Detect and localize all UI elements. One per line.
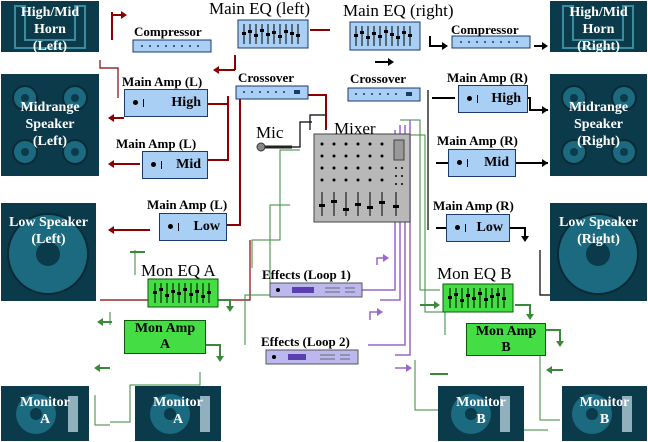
right-arrowheads — [388, 42, 548, 242]
mic-label: Mic — [256, 123, 284, 142]
amp-right-mid-label: Mid — [484, 155, 509, 170]
monitor-a1-speaker — [1, 386, 89, 441]
main-eq-right-label: Main EQ (right) — [343, 1, 454, 20]
main-amp-left-low-label: Main Amp (L) — [147, 197, 228, 212]
low-left-label: Low Speaker (Left) — [9, 215, 88, 247]
main-eq-right-unit — [349, 21, 421, 51]
monitor-arrowheads — [94, 301, 564, 374]
amp-right-low: Low — [446, 214, 510, 242]
mon-eq-b-label: Mon EQ B — [437, 264, 512, 283]
midrange-left-speaker — [1, 74, 99, 176]
crossover-left-unit — [235, 85, 309, 100]
low-right-label: Low Speaker (Right) — [559, 215, 638, 247]
power-dot-icon — [133, 100, 138, 105]
crossover-left-label: Crossover — [238, 70, 295, 85]
main-amp-right-mid-label: Main Amp (R) — [437, 133, 518, 148]
low-right-speaker — [550, 203, 647, 301]
main-amp-right-low-label: Main Amp (R) — [433, 198, 514, 213]
power-dot-icon — [467, 96, 472, 101]
midrange-right-speaker — [550, 74, 647, 176]
mon-eq-b-unit — [442, 283, 514, 313]
compressor-left-label: Compressor — [134, 24, 202, 39]
main-eq-left-label: Main EQ (left) — [209, 0, 311, 18]
left-arrowheads — [108, 11, 219, 234]
mixer-unit — [313, 133, 411, 223]
compressor-left-unit — [132, 39, 212, 53]
amp-left-mid: Mid — [142, 151, 208, 179]
monitor-b1-label: Monitor B — [456, 395, 506, 427]
main-amp-left-mid-label: Main Amp (L) — [116, 136, 197, 151]
monitor-a2-label: Monitor A — [153, 395, 203, 427]
horn-left-label: High/Mid Horn (Left) — [20, 5, 80, 54]
horn-left-speaker — [1, 1, 99, 52]
power-dot-icon — [168, 224, 173, 229]
low-left-speaker — [1, 203, 96, 301]
crossover-right-unit — [347, 87, 421, 102]
horn-right-label: High/Mid Horn (Right) — [569, 5, 628, 54]
mixer-label: Mixer — [334, 119, 376, 138]
monitor-b2-speaker — [562, 386, 647, 441]
mon-eq-a-unit — [147, 278, 219, 308]
monitor-a1-label: Monitor A — [20, 395, 70, 427]
amp-left-low: Low — [159, 213, 227, 241]
mon-eq-a-label: Mon EQ A — [141, 261, 216, 280]
compressor-right-label: Compressor — [451, 22, 519, 37]
mon-amp-b: Mon Amp B — [466, 323, 546, 356]
mon-amp-a: Mon Amp A — [124, 320, 206, 354]
amp-right-high-label: High — [491, 91, 521, 106]
amp-left-high: High — [124, 89, 208, 117]
effects-loop1-unit — [269, 282, 363, 298]
monitor-a2-speaker — [135, 386, 221, 441]
midrange-right-label: Midrange Speaker (Right) — [568, 100, 629, 149]
power-dot-icon — [455, 225, 460, 230]
right-thin-wires — [309, 90, 554, 296]
amp-right-mid: Mid — [448, 149, 516, 177]
amp-right-high: High — [458, 85, 528, 113]
amp-left-high-label: High — [171, 95, 201, 110]
compressor-right-unit — [451, 35, 531, 49]
monitor-b2-label: Monitor B — [579, 395, 630, 427]
microphone-icon — [256, 121, 312, 152]
amp-left-mid-label: Mid — [176, 157, 201, 172]
main-eq-left-unit — [237, 19, 309, 49]
effects-arrowheads — [377, 254, 412, 372]
effects-loop1-label: Effects (Loop 1) — [262, 267, 351, 282]
monitor-b1-speaker — [438, 386, 524, 441]
horn-right-speaker — [550, 1, 647, 52]
power-dot-icon — [151, 162, 156, 167]
crossover-right-label: Crossover — [350, 71, 407, 86]
effects-loop2-unit — [265, 349, 359, 365]
main-amp-left-high-label: Main Amp (L) — [122, 74, 203, 89]
amp-left-low-label: Low — [193, 219, 220, 234]
midrange-left-label: Midrange Speaker (Left) — [20, 100, 80, 149]
main-amp-right-high-label: Main Amp (R) — [447, 70, 528, 85]
effects-loop2-label: Effects (Loop 2) — [261, 334, 350, 349]
power-dot-icon — [457, 160, 462, 165]
amp-right-low-label: Low — [476, 220, 503, 235]
